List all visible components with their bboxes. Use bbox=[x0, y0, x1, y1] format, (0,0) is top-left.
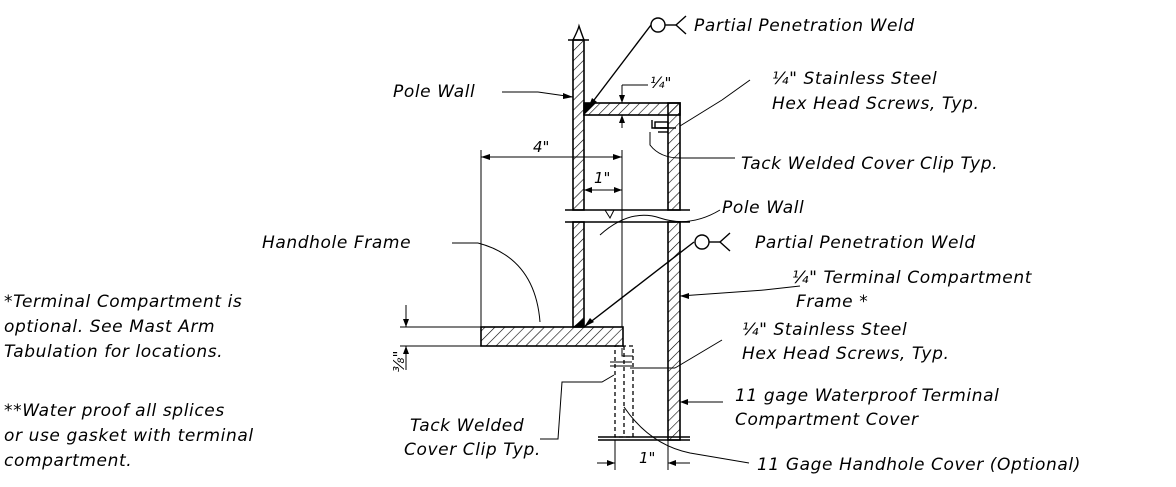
leader-lines bbox=[452, 24, 801, 464]
note2-line3: compartment. bbox=[4, 451, 132, 471]
label-cover-11-1: 11 gage Waterproof Terminal bbox=[735, 386, 999, 406]
label-weld-top: Partial Penetration Weld bbox=[694, 16, 915, 36]
label-screws-mid-2: Hex Head Screws, Typ. bbox=[742, 344, 949, 364]
dimension-lines bbox=[400, 84, 690, 470]
label-handhole-cover: 11 Gage Handhole Cover (Optional) bbox=[757, 455, 1081, 475]
break-lines bbox=[565, 209, 690, 441]
pole-wall-plate bbox=[568, 23, 589, 328]
dim-one-inch-top: 1" bbox=[594, 169, 610, 187]
dim-quarter-inch: ¼" bbox=[650, 74, 671, 92]
dim-four-inch: 4" bbox=[533, 138, 549, 156]
note2-line1: **Water proof all splices bbox=[4, 401, 225, 421]
label-tack-clip-top: Tack Welded Cover Clip Typ. bbox=[741, 154, 998, 174]
weld-symbol-top bbox=[650, 15, 687, 35]
dim-one-inch-bottom: 1" bbox=[639, 449, 655, 467]
note2-line2: or use gasket with terminal bbox=[4, 426, 254, 446]
handhole-cover-dashed bbox=[614, 345, 634, 438]
weld-symbol-mid bbox=[694, 232, 731, 252]
label-cover-11-2: Compartment Cover bbox=[735, 410, 919, 430]
dim-three-eighths: ⅜" bbox=[390, 351, 408, 372]
top-frame-plate bbox=[583, 102, 681, 116]
label-terminal-frame-1: ¼" Terminal Compartment bbox=[792, 268, 1033, 288]
label-tack-clip-bottom-2: Cover Clip Typ. bbox=[404, 440, 541, 460]
label-terminal-frame-2: Frame * bbox=[796, 292, 868, 312]
label-screws-top-2: Hex Head Screws, Typ. bbox=[772, 94, 979, 114]
note1-line2: optional. See Mast Arm bbox=[4, 317, 215, 337]
note1-line1: *Terminal Compartment is bbox=[4, 292, 242, 312]
terminal-compartment-plate bbox=[667, 102, 681, 441]
label-handhole-frame: Handhole Frame bbox=[262, 233, 411, 253]
handhole-frame-plate bbox=[480, 318, 624, 347]
label-weld-mid: Partial Penetration Weld bbox=[755, 233, 976, 253]
label-tack-clip-bottom-1: Tack Welded bbox=[410, 416, 524, 436]
label-pole-wall-mid: Pole Wall bbox=[722, 198, 804, 218]
label-screws-mid-1: ¼" Stainless Steel bbox=[742, 320, 907, 340]
label-pole-wall-left: Pole Wall bbox=[393, 82, 475, 102]
cover-clips bbox=[610, 120, 676, 367]
note1-line3: Tabulation for locations. bbox=[4, 342, 223, 362]
label-screws-top-1: ¼" Stainless Steel bbox=[772, 69, 937, 89]
